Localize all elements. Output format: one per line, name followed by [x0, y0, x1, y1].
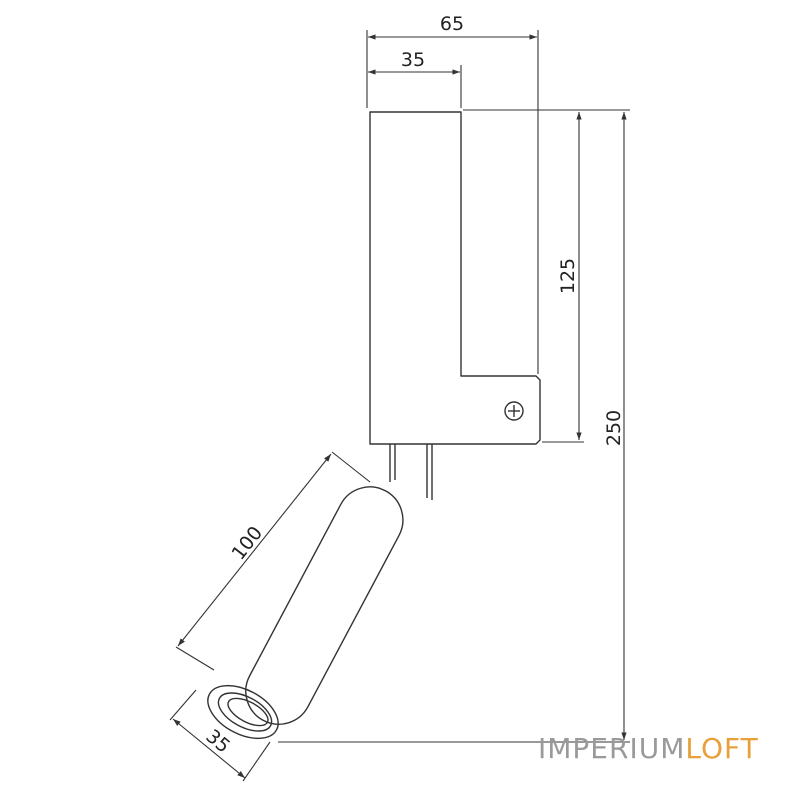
label-total-width: 65 [440, 13, 464, 35]
extension-lines [169, 30, 630, 782]
brand-watermark: IMPERIUMLOFT [538, 732, 759, 765]
watermark-part1: IMPERIUM [538, 732, 686, 765]
dimension-lines [172, 34, 627, 779]
label-mount-width: 35 [401, 49, 425, 71]
mount-body [369, 111, 541, 445]
label-shade-length: 100 [227, 522, 267, 564]
dim-line-35-bottom [172, 718, 246, 779]
watermark-part2: LOFT [685, 732, 759, 765]
swivel-neck [389, 444, 433, 500]
fixture-outline [207, 111, 541, 740]
label-total-height: 250 [603, 410, 625, 446]
label-mount-height: 125 [557, 258, 579, 294]
screw-icon [504, 401, 524, 421]
dim-line-100 [177, 453, 332, 647]
